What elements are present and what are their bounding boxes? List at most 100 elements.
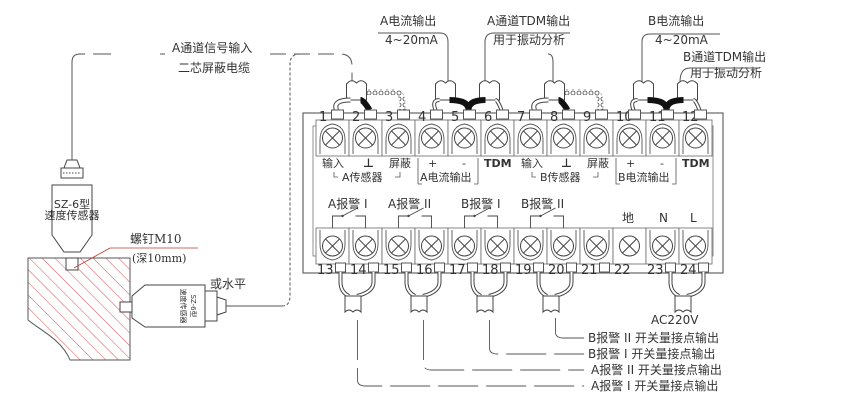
terminal-17[interactable] bbox=[447, 227, 482, 265]
label-tdm-b: TDM bbox=[682, 157, 710, 170]
output-leader-line bbox=[357, 320, 584, 387]
label-ground-a: ⊥ bbox=[363, 156, 374, 170]
relay-contact-icon bbox=[332, 207, 366, 228]
screw-annotation: 螺钉M10 (深10mm) 或水平 bbox=[73, 232, 246, 291]
b-tdm-output-label: B通道TDM输出 bbox=[683, 49, 766, 64]
output-leader-line bbox=[423, 320, 584, 371]
cable-type-label: 二芯屏蔽电缆 bbox=[178, 61, 250, 75]
terminal-5[interactable] bbox=[447, 119, 482, 157]
terminal-8[interactable] bbox=[546, 119, 581, 157]
alarm-cable-bundle bbox=[668, 272, 706, 314]
terminal-16[interactable] bbox=[414, 227, 449, 265]
alarm-cable-bundle bbox=[404, 272, 442, 314]
label-shield-a: 屏蔽 bbox=[389, 157, 411, 170]
terminal-3[interactable] bbox=[381, 119, 416, 157]
terminal-7[interactable] bbox=[513, 119, 548, 157]
depth-label: (深10mm) bbox=[132, 252, 186, 265]
terminal-number: 23 bbox=[647, 263, 664, 278]
terminal-23[interactable] bbox=[645, 227, 680, 265]
sensor-type-label: 速度传感器 bbox=[45, 208, 100, 222]
terminal-number: 22 bbox=[614, 263, 631, 278]
label-plus-b: + bbox=[626, 157, 635, 170]
vertical-sensor: SZ-6型 速度传感器 bbox=[45, 62, 100, 271]
alarm-cable-bundle bbox=[470, 272, 508, 314]
terminal-number: 14 bbox=[350, 263, 367, 278]
terminal-24[interactable] bbox=[678, 227, 713, 265]
terminal-1[interactable] bbox=[315, 119, 350, 157]
label-minus-b: - bbox=[660, 157, 664, 170]
alarm-cable-bundle bbox=[338, 272, 376, 314]
terminal-number: 5 bbox=[451, 110, 459, 125]
label-a-alarm-1: A报警 I bbox=[328, 196, 368, 211]
alarm-cable-bundle bbox=[536, 272, 574, 314]
signal-cable: A通道信号输入 二芯屏蔽电缆 bbox=[71, 40, 353, 307]
terminal-6[interactable] bbox=[480, 119, 515, 157]
power-label: AC220V bbox=[651, 313, 699, 327]
terminal-21[interactable] bbox=[579, 227, 614, 265]
terminal-11[interactable] bbox=[645, 119, 680, 157]
label-input-a: 输入 bbox=[322, 156, 344, 170]
terminal-number: 19 bbox=[515, 263, 532, 278]
terminal-number: 18 bbox=[482, 263, 499, 278]
alarm-switch-symbols bbox=[332, 207, 564, 228]
label-tdm-a: TDM bbox=[484, 157, 512, 170]
output-cable-bundle bbox=[630, 80, 702, 111]
terminal-number: 6 bbox=[484, 110, 492, 125]
label-b-alarm-2: B报警 II bbox=[521, 196, 564, 211]
label-minus-a: - bbox=[462, 157, 466, 170]
sensor-h-model-label: SZ-6型 bbox=[189, 294, 198, 317]
horizontal-label: 或水平 bbox=[210, 277, 246, 291]
terminal-number: 1 bbox=[319, 110, 327, 125]
terminal-number: 16 bbox=[416, 263, 433, 278]
terminal-number: 7 bbox=[517, 110, 525, 125]
terminal-22[interactable] bbox=[612, 227, 647, 265]
terminal-10[interactable] bbox=[612, 119, 647, 157]
terminal-18[interactable] bbox=[480, 227, 515, 265]
a-current-output-label: A电流输出 bbox=[380, 13, 436, 28]
terminal-number: 3 bbox=[385, 110, 393, 125]
top-function-labels: 输入 ⊥ 屏蔽 + - TDM 输入 ⊥ 屏蔽 + - TDM A传感器 A电流… bbox=[322, 156, 710, 185]
output-a-alarm-2: A报警 II 开关量接点输出 bbox=[591, 362, 722, 377]
bottom-cables bbox=[338, 272, 706, 314]
terminal-2[interactable] bbox=[348, 119, 383, 157]
terminal-number: 15 bbox=[383, 263, 400, 278]
terminal-20[interactable] bbox=[546, 227, 581, 265]
label-a-sensor: A传感器 bbox=[342, 171, 383, 184]
terminal-number: 13 bbox=[317, 263, 334, 278]
relay-contact-icon bbox=[464, 207, 498, 228]
terminal-12[interactable] bbox=[678, 119, 713, 157]
output-labels: B报警 II 开关量接点输出 B报警 I 开关量接点输出 A报警 II 开关量接… bbox=[588, 330, 722, 393]
label-b-alarm-1: B报警 I bbox=[461, 196, 501, 211]
terminal-number: 4 bbox=[418, 110, 426, 125]
terminal-15[interactable] bbox=[381, 227, 416, 265]
screw-label: 螺钉M10 bbox=[130, 232, 182, 246]
terminal-4[interactable] bbox=[414, 119, 449, 157]
a-current-range-label: 4~20mA bbox=[385, 33, 439, 47]
terminal-14[interactable] bbox=[348, 227, 383, 265]
a-signal-input-label: A通道信号输入 bbox=[172, 40, 252, 55]
terminal-number: 9 bbox=[583, 110, 591, 125]
output-b-alarm-2: B报警 II 开关量接点输出 bbox=[588, 330, 719, 345]
label-b-current: B电流输出 bbox=[618, 170, 670, 184]
top-cables bbox=[333, 80, 702, 112]
sensor-model-label: SZ-6型 bbox=[54, 197, 90, 211]
a-tdm-purpose-label: 用于振动分析 bbox=[493, 33, 565, 47]
label-a-current: A电流输出 bbox=[420, 170, 472, 184]
terminal-number: 2 bbox=[352, 110, 360, 125]
sensor-h-type-label: 速度传感器 bbox=[179, 289, 188, 324]
label-shield-b: 屏蔽 bbox=[587, 157, 609, 170]
label-plus-a: + bbox=[428, 157, 437, 170]
terminal-number: 24 bbox=[680, 263, 697, 278]
terminal-19[interactable] bbox=[513, 227, 548, 265]
label-earth: 地 bbox=[622, 211, 634, 225]
terminal-13[interactable] bbox=[315, 227, 350, 265]
label-a-alarm-2: A报警 II bbox=[388, 196, 431, 211]
terminal-9[interactable] bbox=[579, 119, 614, 157]
horizontal-sensor: SZ-6型 速度传感器 bbox=[119, 284, 282, 328]
output-leader-line bbox=[555, 318, 584, 339]
output-a-alarm-1: A报警 I 开关量接点输出 bbox=[591, 378, 718, 393]
relay-contact-icon bbox=[398, 207, 432, 228]
b-tdm-purpose-label: 用于振动分析 bbox=[690, 66, 762, 80]
